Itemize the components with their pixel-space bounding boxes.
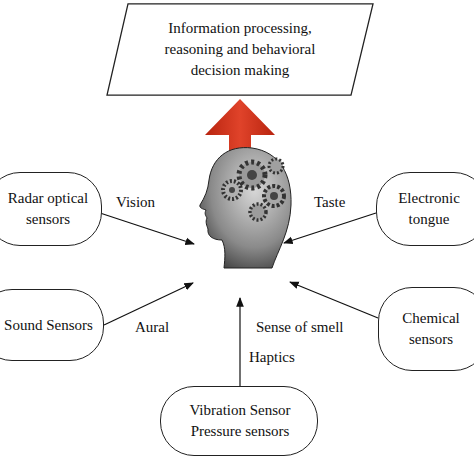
gear-hub	[270, 192, 278, 200]
parallelogram-shape	[107, 4, 373, 95]
node-text: Sound Sensors	[0, 315, 103, 336]
gear-hub	[247, 170, 257, 180]
sensor-box: Radar optical sensors	[0, 172, 102, 246]
head-illustration	[200, 148, 291, 268]
gear	[264, 186, 284, 206]
sense-label: Haptics	[249, 348, 295, 366]
gear-hub	[229, 187, 235, 193]
sense-arrow	[239, 298, 240, 386]
sensor-box: Vibration Sensor Pressure sensors	[160, 386, 318, 456]
gear	[239, 162, 265, 188]
sense-label: Taste	[314, 193, 345, 211]
sensor-box: Sound Sensors	[0, 289, 104, 361]
sense-arrow	[284, 213, 376, 243]
gear	[250, 204, 266, 220]
sense-label: Sense of smell	[256, 318, 344, 336]
node-text: Electronic tongue	[388, 188, 470, 230]
node-text: Radar optical sensors	[0, 188, 98, 230]
node-text: Chemical sensors	[390, 308, 472, 350]
head-silhouette	[200, 148, 291, 268]
node-text: Vibration Sensor Pressure sensors	[172, 400, 308, 442]
sense-arrow	[104, 283, 193, 325]
sense-label: Aural	[135, 318, 169, 336]
gear	[269, 159, 283, 173]
sensor-box: Electronic tongue	[376, 172, 474, 246]
decision-parallelogram: Information processing, reasoning and be…	[106, 3, 374, 96]
sense-arrow	[100, 213, 194, 244]
node-text: Information processing, reasoning and be…	[144, 18, 336, 81]
gear	[223, 181, 241, 199]
sensor-box: Chemical sensors	[378, 287, 474, 371]
sense-arrow	[290, 282, 378, 318]
sense-label: Vision	[116, 193, 155, 211]
